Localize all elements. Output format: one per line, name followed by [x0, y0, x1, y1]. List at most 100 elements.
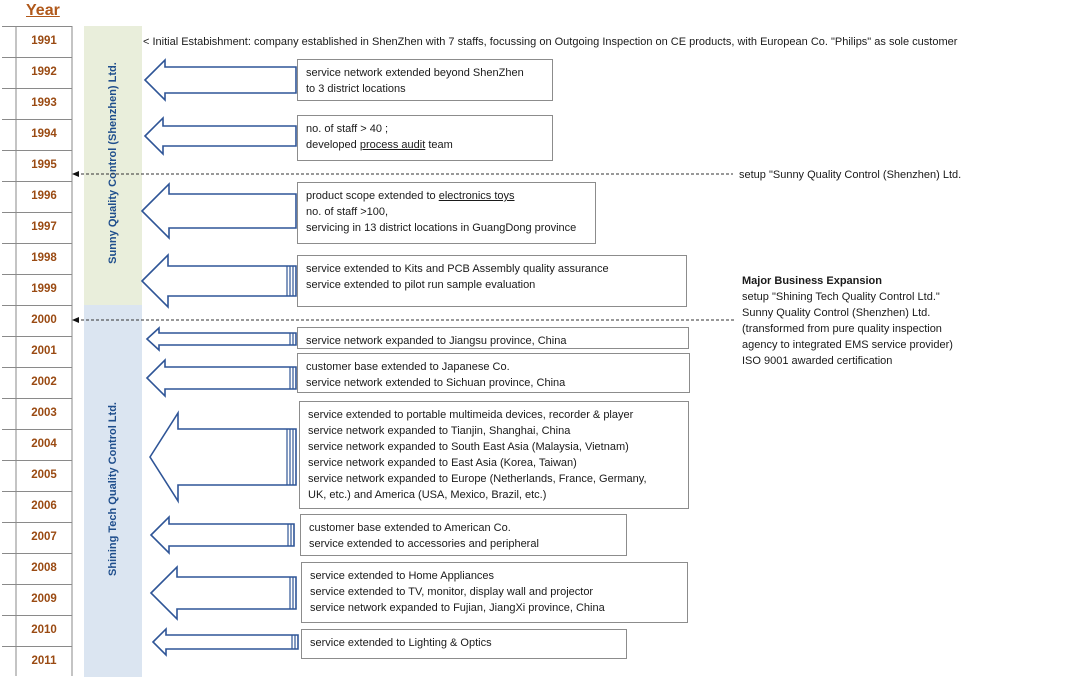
event-text: service network expanded to Europe (Neth…: [308, 473, 647, 485]
event-text: service network expanded to East Asia (K…: [308, 457, 577, 469]
year-grid-lines: [2, 26, 73, 676]
expansion-title: Major Business Expansion: [742, 275, 882, 287]
year-cell: 1993: [31, 97, 57, 109]
year-cell: 2010: [31, 624, 57, 636]
event-text: service network expanded to Tianjin, Sha…: [308, 425, 571, 437]
year-cell: 1992: [31, 66, 57, 78]
event-line: service network expanded to Fujian, Jian…: [310, 600, 679, 616]
event-text: developed: [306, 139, 360, 151]
event-line: no. of staff >100,: [306, 204, 587, 220]
year-cell: 2006: [31, 500, 57, 512]
event-text: service extended to pilot run sample eva…: [306, 279, 536, 291]
event-line: UK, etc.) and America (USA, Mexico, Braz…: [308, 487, 680, 503]
year-cell: 1997: [31, 221, 57, 233]
event-text: service extended to portable multimeida …: [308, 409, 634, 421]
event-text: service extended to Kits and PCB Assembl…: [306, 263, 609, 275]
event-text: service network expanded to Fujian, Jian…: [310, 602, 605, 614]
left-arrow-icon: [149, 410, 297, 504]
band-sunny: Sunny Quality Control (Shenzhen) Ltd.: [84, 26, 142, 305]
expansion-line: ISO 9001 awarded certification: [742, 355, 893, 367]
event-text: service extended to TV, monitor, display…: [310, 586, 594, 598]
left-arrow-icon: [149, 565, 297, 621]
left-arrow-icon: [140, 182, 297, 240]
setup-sunny-note: setup "Sunny Quality Control (Shenzhen) …: [739, 169, 962, 181]
left-arrow-icon: [143, 116, 297, 156]
event-text: service network expanded to South East A…: [308, 441, 629, 453]
event-text: team: [425, 139, 453, 151]
year-cell: 2011: [31, 655, 57, 667]
year-cell: 2003: [31, 407, 57, 419]
year-column: 1991 1992 1993 1994 1995 1996 1997 1998 1999 2000…: [0, 26, 75, 676]
event-text: no. of staff > 40 ;: [306, 123, 389, 135]
event-box: service network expanded to Jiangsu prov…: [297, 327, 689, 349]
event-text: service network extended beyond ShenZhen: [306, 67, 524, 79]
event-line: service network expanded to Europe (Neth…: [308, 471, 680, 487]
event-box: service extended to Home Appliances servi…: [301, 562, 688, 623]
expansion-note: Major Business Expansion setup "Shining …: [742, 273, 953, 369]
event-text: product scope extended to: [306, 190, 439, 202]
event-line: product scope extended to electronics to…: [306, 188, 587, 204]
event-line: service network expanded to South East A…: [308, 439, 680, 455]
event-line: customer base extended to Japanese Co.: [306, 359, 681, 375]
year-cell: 2000: [31, 314, 57, 326]
event-line: service network expanded to Tianjin, Sha…: [308, 423, 680, 439]
event-line: no. of staff > 40 ;: [306, 121, 544, 137]
event-line: service network extended to Sichuan prov…: [306, 375, 681, 391]
event-line: service extended to pilot run sample eva…: [306, 277, 678, 293]
year-cell: 2005: [31, 469, 57, 481]
year-cell: 1995: [31, 159, 57, 171]
event-text: service extended to Lighting & Optics: [310, 637, 492, 649]
expansion-line: (transformed from pure quality inspectio…: [742, 323, 942, 335]
left-arrow-icon: [145, 358, 297, 398]
year-cell: 1994: [31, 128, 57, 140]
event-line: service extended to TV, monitor, display…: [310, 584, 679, 600]
event-line: servicing in 13 district locations in Gu…: [306, 220, 587, 236]
event-box: product scope extended to electronics to…: [297, 182, 596, 244]
event-line: service extended to Home Appliances: [310, 568, 679, 584]
year-header: Year: [26, 2, 60, 19]
expansion-line: Sunny Quality Control (Shenzhen) Ltd.: [742, 307, 931, 319]
event-text-underlined: electronics toys: [438, 190, 515, 202]
band-label-shining: Shining Tech Quality Control Ltd.: [107, 402, 119, 576]
event-line: customer base extended to American Co.: [309, 520, 618, 536]
year-cell: 2007: [31, 531, 57, 543]
event-box: service network extended beyond ShenZhen…: [297, 59, 553, 101]
event-line: service network expanded to East Asia (K…: [308, 455, 680, 471]
year-cell: 2004: [31, 438, 57, 450]
initial-establishment-text: < Initial Estabishment: company establis…: [143, 36, 958, 48]
band-shining: Shining Tech Quality Control Ltd.: [84, 305, 142, 677]
expansion-line: agency to integrated EMS service provide…: [742, 339, 953, 351]
event-line: service extended to Kits and PCB Assembl…: [306, 261, 678, 277]
year-cell: 1996: [31, 190, 57, 202]
event-box: customer base extended to Japanese Co. se…: [297, 353, 690, 393]
event-text: service extended to accessories and peri…: [309, 538, 539, 550]
left-arrow-icon: [145, 326, 297, 352]
event-line: to 3 district locations: [306, 81, 544, 97]
left-arrow-icon: [143, 58, 297, 102]
event-box: service extended to portable multimeida …: [299, 401, 689, 509]
year-cell: 1991: [31, 35, 57, 47]
event-text: service network expanded to Jiangsu prov…: [306, 335, 567, 347]
left-arrow-icon: [151, 627, 299, 657]
event-text: to 3 district locations: [306, 83, 406, 95]
event-text: service network extended to Sichuan prov…: [306, 377, 566, 389]
event-text: servicing in 13 district locations in Gu…: [306, 222, 577, 234]
year-cell: 2008: [31, 562, 57, 574]
event-box: customer base extended to American Co. se…: [300, 514, 627, 556]
event-text: no. of staff >100,: [306, 206, 389, 218]
event-text: UK, etc.) and America (USA, Mexico, Braz…: [308, 489, 547, 501]
event-text: customer base extended to Japanese Co.: [306, 361, 510, 373]
year-cell: 1998: [31, 252, 57, 264]
event-text: customer base extended to American Co.: [309, 522, 511, 534]
expansion-line: setup "Shining Tech Quality Control Ltd.…: [742, 291, 940, 303]
event-line: service network expanded to Jiangsu prov…: [306, 333, 680, 349]
event-line: service extended to accessories and peri…: [309, 536, 618, 552]
year-cell: 2009: [31, 593, 57, 605]
event-line: developed process audit team: [306, 137, 544, 153]
year-cell: 2002: [31, 376, 57, 388]
year-cell: 1999: [31, 283, 57, 295]
event-box: service extended to Lighting & Optics: [301, 629, 627, 659]
band-label-sunny: Sunny Quality Control (Shenzhen) Ltd.: [107, 62, 119, 264]
event-line: service extended to portable multimeida …: [308, 407, 680, 423]
event-line: service network extended beyond ShenZhen: [306, 65, 544, 81]
